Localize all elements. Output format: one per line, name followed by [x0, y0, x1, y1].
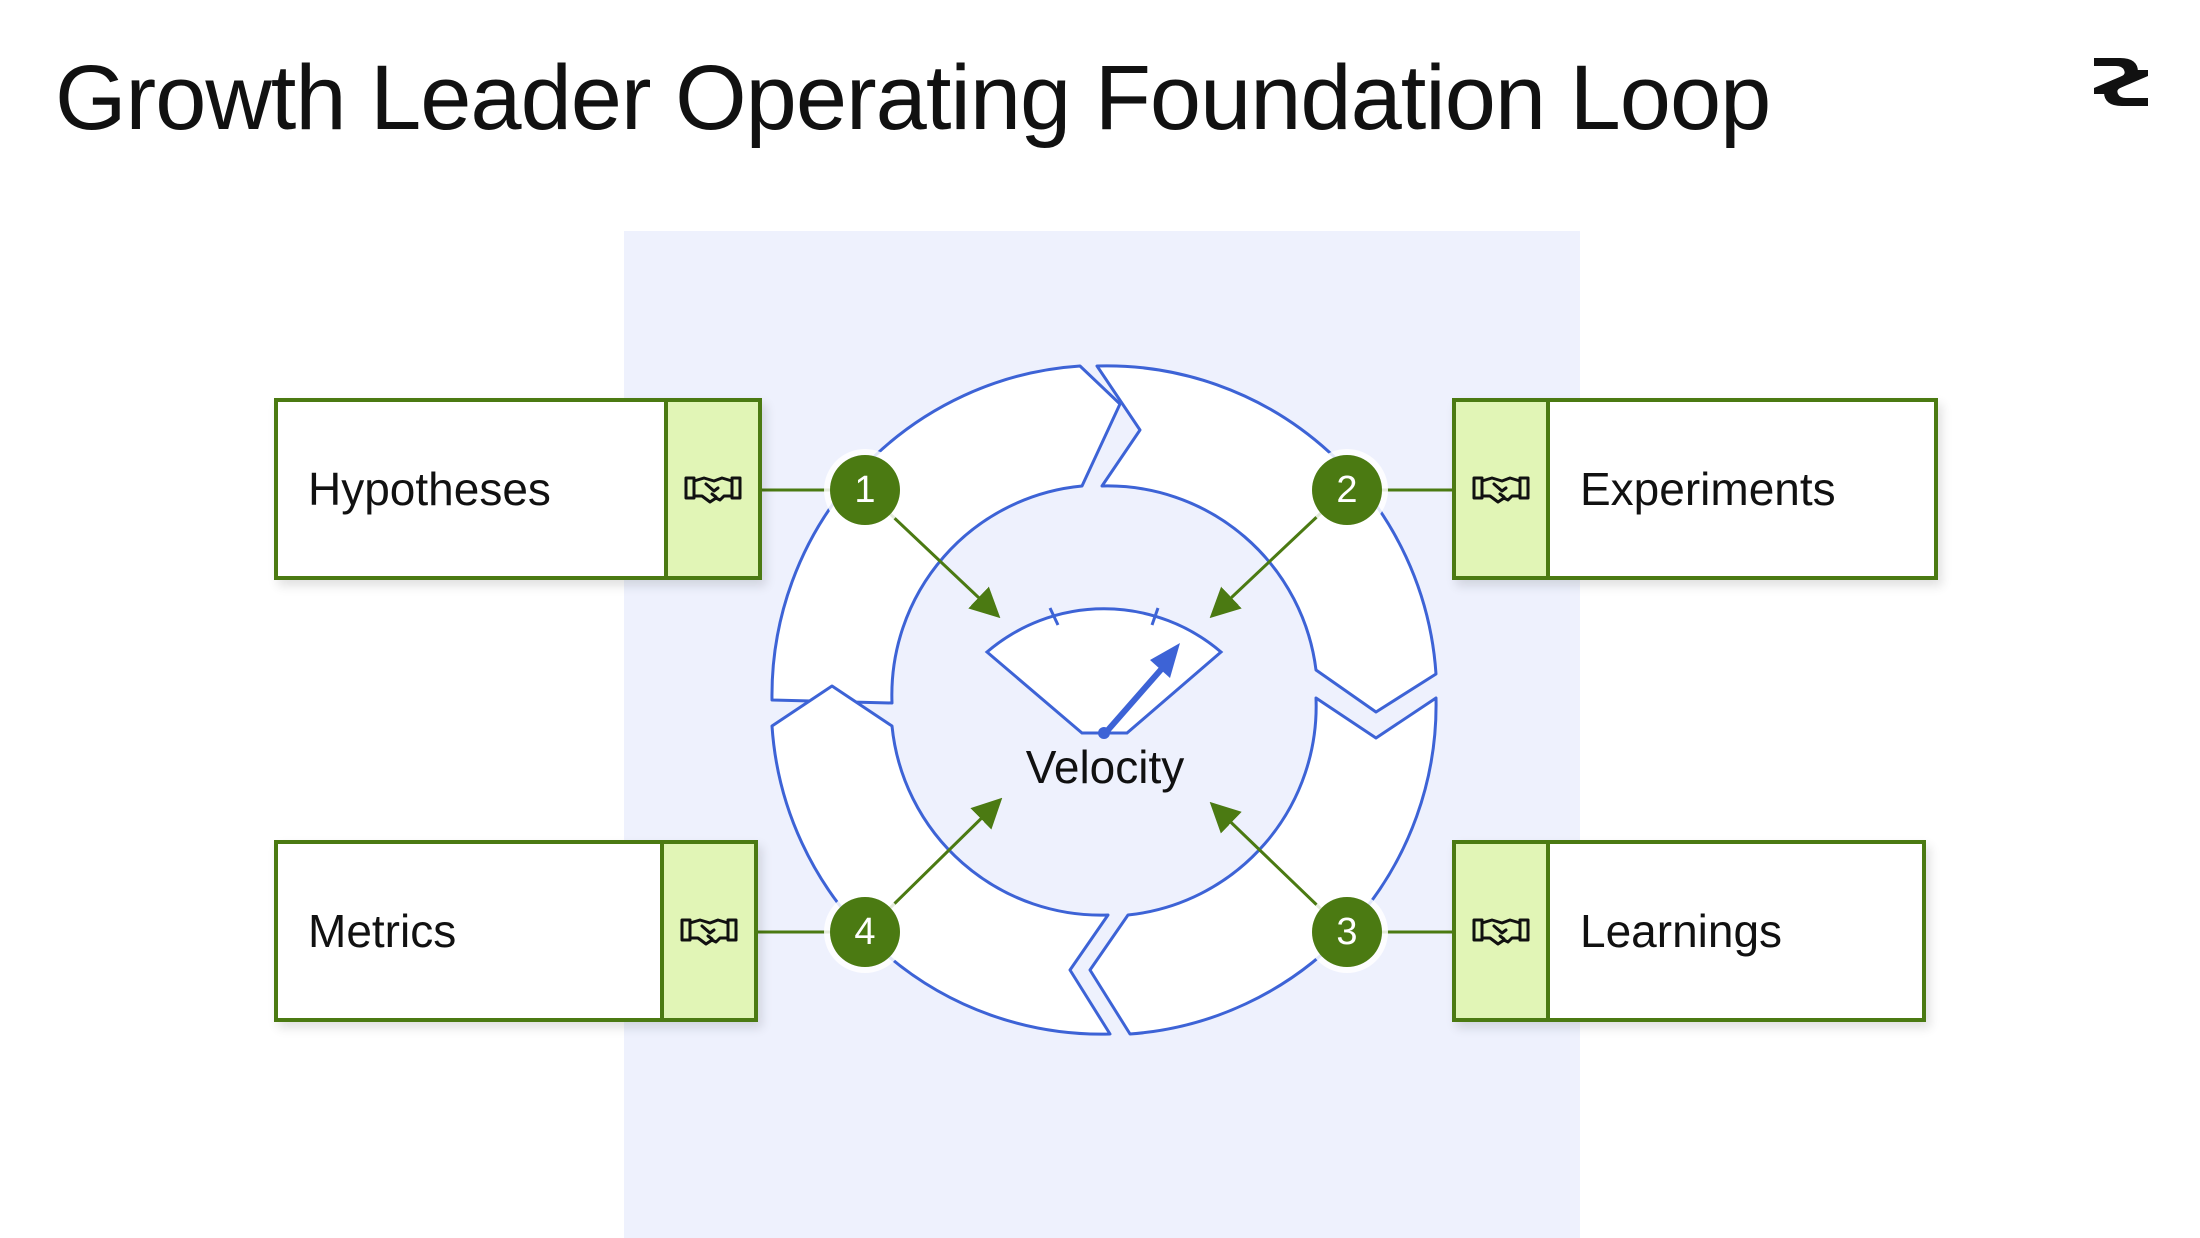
node-label: Metrics — [308, 905, 457, 957]
arrow-4-to-center — [886, 797, 1003, 912]
center-label: Velocity — [1025, 741, 1185, 793]
gauge-icon — [984, 607, 1224, 739]
node-icon-cell — [1456, 402, 1550, 576]
brand-logo-icon — [2094, 58, 2148, 106]
ring-segment-top-right — [1095, 364, 1438, 714]
node-box-learnings: Learnings — [1452, 840, 1926, 1022]
ring-segment-bottom-right — [1088, 696, 1438, 1036]
arrow-1-to-center — [886, 510, 1001, 619]
node-icon-cell — [1456, 844, 1550, 1018]
node-label: Experiments — [1580, 463, 1836, 515]
node-box-experiments: Experiments — [1452, 398, 1938, 580]
step-badge-3: 3 — [1312, 897, 1382, 967]
handshake-icon — [684, 476, 742, 504]
page-title: Growth Leader Operating Foundation Loop — [55, 47, 1771, 149]
node-box-hypotheses: Hypotheses — [274, 398, 762, 580]
handshake-icon — [680, 918, 738, 946]
ring-segment-top-left — [770, 364, 1122, 705]
step-badge-1: 1 — [830, 455, 900, 525]
handshake-icon — [1472, 918, 1530, 946]
node-label: Learnings — [1580, 905, 1783, 957]
node-label: Hypotheses — [308, 463, 551, 515]
node-box-metrics: Metrics — [274, 840, 758, 1022]
arrow-2-to-center — [1209, 510, 1324, 619]
node-icon-cell — [664, 402, 758, 576]
step-badge-2: 2 — [1312, 455, 1382, 525]
step-badge-4: 4 — [830, 897, 900, 967]
arrow-3-to-center — [1209, 801, 1324, 912]
node-icon-cell — [660, 844, 754, 1018]
handshake-icon — [1472, 476, 1530, 504]
